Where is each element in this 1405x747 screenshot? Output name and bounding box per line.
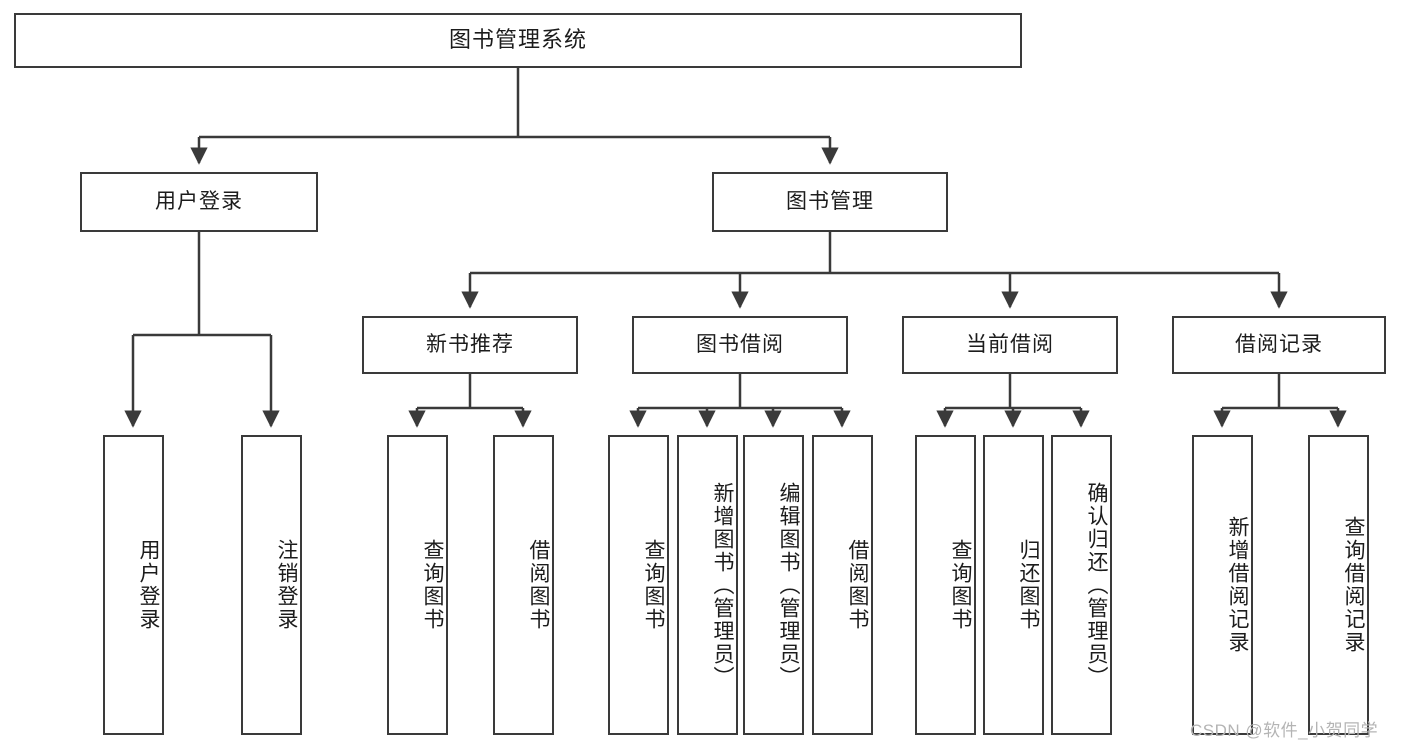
- node-new-book-rec-label: 新书推荐: [426, 333, 514, 357]
- node-leaf-query-book-3-label: 查询图书: [949, 539, 972, 631]
- node-leaf-query-book-1[interactable]: 查询图书: [387, 435, 448, 735]
- node-leaf-add-book-label: 新增图书（管理员）: [711, 481, 734, 689]
- node-borrow-record-label: 借阅记录: [1235, 333, 1323, 357]
- node-user-login-label: 用户登录: [155, 190, 243, 214]
- node-leaf-query-book-3[interactable]: 查询图书: [915, 435, 976, 735]
- node-leaf-borrow-book-1-label: 借阅图书: [527, 539, 550, 631]
- node-leaf-query-record-label: 查询借阅记录: [1342, 516, 1365, 654]
- node-leaf-query-book-1-label: 查询图书: [421, 539, 444, 631]
- node-user-login[interactable]: 用户登录: [80, 172, 318, 232]
- node-leaf-borrow-book-2[interactable]: 借阅图书: [812, 435, 873, 735]
- node-current-borrow[interactable]: 当前借阅: [902, 316, 1118, 374]
- node-leaf-logout-login-label: 注销登录: [275, 539, 298, 631]
- node-new-book-rec[interactable]: 新书推荐: [362, 316, 578, 374]
- node-book-borrow[interactable]: 图书借阅: [632, 316, 848, 374]
- node-root-system[interactable]: 图书管理系统: [14, 13, 1022, 68]
- node-leaf-edit-book-label: 编辑图书（管理员）: [777, 481, 800, 689]
- node-leaf-add-record[interactable]: 新增借阅记录: [1192, 435, 1253, 735]
- node-leaf-confirm-return-label: 确认归还（管理员）: [1085, 481, 1108, 689]
- node-root-label: 图书管理系统: [448, 27, 587, 53]
- node-leaf-query-record[interactable]: 查询借阅记录: [1308, 435, 1369, 735]
- node-current-borrow-label: 当前借阅: [966, 333, 1054, 357]
- node-borrow-record[interactable]: 借阅记录: [1172, 316, 1386, 374]
- node-leaf-query-book-2[interactable]: 查询图书: [608, 435, 669, 735]
- node-book-manage-label: 图书管理: [786, 190, 874, 214]
- node-leaf-borrow-book-1[interactable]: 借阅图书: [493, 435, 554, 735]
- node-leaf-add-record-label: 新增借阅记录: [1226, 516, 1249, 654]
- node-leaf-edit-book[interactable]: 编辑图书（管理员）: [743, 435, 804, 735]
- node-leaf-query-book-2-label: 查询图书: [642, 539, 665, 631]
- node-book-borrow-label: 图书借阅: [696, 333, 784, 357]
- node-leaf-logout-login[interactable]: 注销登录: [241, 435, 302, 735]
- node-leaf-confirm-return[interactable]: 确认归还（管理员）: [1051, 435, 1112, 735]
- node-leaf-return-book[interactable]: 归还图书: [983, 435, 1044, 735]
- node-leaf-borrow-book-2-label: 借阅图书: [846, 539, 869, 631]
- node-leaf-add-book[interactable]: 新增图书（管理员）: [677, 435, 738, 735]
- node-leaf-user-login-label: 用户登录: [137, 539, 160, 631]
- watermark-text: CSDN @软件_小贺同学: [1190, 721, 1379, 740]
- node-leaf-user-login[interactable]: 用户登录: [103, 435, 164, 735]
- node-book-manage[interactable]: 图书管理: [712, 172, 948, 232]
- node-leaf-return-book-label: 归还图书: [1017, 539, 1040, 631]
